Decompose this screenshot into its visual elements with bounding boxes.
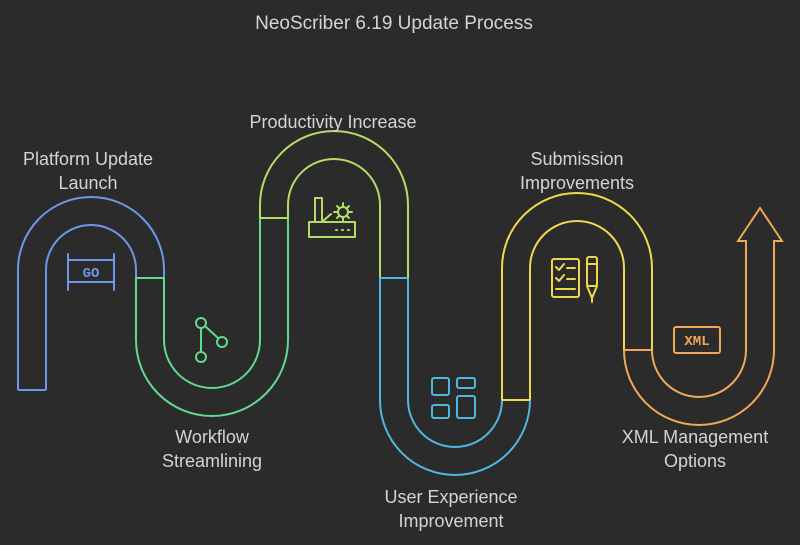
go-sign-icon: GO (67, 253, 115, 291)
factory-icon (308, 197, 356, 238)
ribbon-segment-user-experience (379, 277, 531, 476)
step-label-platform-update: Platform Update Launch (23, 149, 153, 193)
ribbon-segment-platform-update (17, 196, 165, 391)
checklist-pen-icon (551, 256, 598, 303)
ribbon-segment-submission (501, 192, 653, 401)
step-label-user-experience: User Experience Improvement (384, 487, 517, 531)
path-ribbon (17, 130, 784, 476)
step-label-line1: XML Management (622, 427, 768, 447)
layout-icon (431, 377, 476, 419)
step-label-xml: XML Management Options (622, 427, 768, 471)
step-label-submission: Submission Improvements (520, 149, 634, 193)
branch-icon (195, 317, 228, 363)
xml-icon-text: XML (684, 334, 709, 350)
go-sign-text: GO (83, 266, 100, 282)
ribbon-segment-xml (623, 206, 784, 426)
diagram-title: NeoScriber 6.19 Update Process (255, 13, 533, 34)
ribbon-segment-productivity (259, 130, 409, 278)
step-label-line2: Options (664, 451, 726, 471)
step-label-line1: Platform Update (23, 149, 153, 169)
xml-icon: XML (673, 326, 721, 354)
step-label-line1: Workflow (175, 427, 250, 447)
ribbon-segment-workflow (135, 218, 289, 417)
step-label-workflow: Workflow Streamlining (162, 427, 262, 471)
step-label-line1: User Experience (384, 487, 517, 507)
step-label-line1: Productivity Increase (249, 112, 416, 132)
step-label-line2: Improvement (398, 511, 503, 531)
step-label-line2: Improvements (520, 173, 634, 193)
step-label-line2: Streamlining (162, 451, 262, 471)
step-label-line2: Launch (58, 173, 117, 193)
step-label-line1: Submission (530, 149, 623, 169)
step-label-productivity: Productivity Increase (249, 112, 416, 132)
